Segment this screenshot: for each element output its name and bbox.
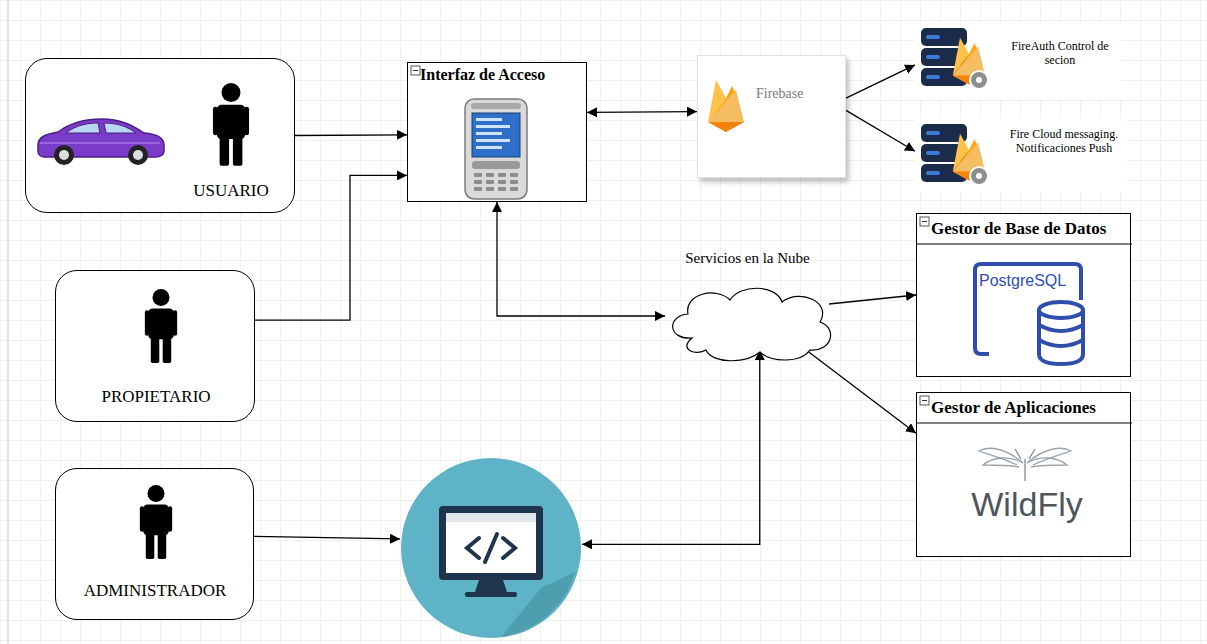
person-icon	[140, 485, 172, 559]
connector-arrow	[582, 350, 760, 544]
service-box: Fire Cloud messaging. Notificaciones Pus…	[915, 118, 1127, 192]
connector-arrow	[295, 134, 407, 136]
connector-arrow	[846, 110, 915, 151]
component-title: Gestor de Aplicaciones	[931, 398, 1127, 418]
connector-arrow	[254, 536, 400, 539]
phone-icon	[465, 99, 527, 199]
collapse-symbol	[920, 396, 929, 405]
database-icon	[921, 28, 988, 89]
collapse-symbol	[920, 217, 929, 226]
postgresql-logo	[975, 264, 1083, 364]
logo-text: WildFly	[947, 485, 1107, 524]
component-box: Interfaz de Acceso	[407, 62, 587, 202]
node-illustration	[698, 56, 847, 179]
person-icon	[145, 289, 177, 363]
component-box: Gestor de AplicacionesWildFly	[916, 392, 1131, 557]
firebase-logo	[708, 80, 744, 132]
cloud-shape	[673, 288, 831, 361]
page-edge	[8, 0, 9, 644]
service-label: Fire Cloud messaging. Notificaciones Pus…	[1005, 128, 1123, 156]
database-icon	[921, 124, 988, 185]
service-label: Firebase	[756, 86, 842, 102]
service-label: FireAuth Control de secion	[1003, 40, 1117, 68]
connector-arrow	[587, 111, 697, 113]
node-illustration	[917, 214, 1132, 378]
service-box: FireAuth Control de secion	[915, 22, 1121, 100]
header-rule	[917, 423, 1132, 424]
node-illustration	[915, 22, 1121, 100]
actor-box: USUARIO	[25, 58, 295, 213]
actor-label: ADMINISTRADOR	[60, 581, 250, 601]
connector-arrow	[497, 202, 665, 316]
cloud-label: Servicios en la Nube	[645, 250, 850, 267]
node-illustration	[917, 393, 1132, 558]
logo-text: PostgreSQL	[979, 272, 1081, 290]
component-title: Gestor de Base de Datos	[931, 219, 1127, 239]
actor-label: PROPIETARIO	[66, 387, 246, 407]
service-box: Firebase	[697, 55, 846, 178]
node-illustration	[400, 457, 582, 639]
collapse-symbol	[411, 66, 420, 75]
wildfly-logo	[979, 448, 1071, 481]
header-rule	[917, 244, 1132, 245]
node-illustration	[660, 280, 835, 360]
actor-box: ADMINISTRADOR	[55, 468, 254, 620]
computer-icon	[401, 458, 581, 638]
actor-box: PROPIETARIO	[55, 270, 255, 422]
connector-arrow	[846, 65, 915, 98]
firebase-logo	[953, 38, 985, 85]
component-title: Interfaz de Acceso	[420, 66, 583, 84]
connector-arrow	[829, 295, 916, 304]
actor-label: USUARIO	[176, 181, 286, 201]
car-icon	[38, 119, 164, 165]
firebase-logo	[953, 134, 985, 181]
connector-arrow	[809, 352, 916, 433]
node-illustration	[408, 63, 588, 203]
computer-node	[400, 457, 582, 639]
cloud-node: Servicios en la Nube	[660, 280, 835, 360]
person-icon	[213, 83, 249, 166]
component-box: Gestor de Base de DatosPostgreSQL	[916, 213, 1131, 377]
